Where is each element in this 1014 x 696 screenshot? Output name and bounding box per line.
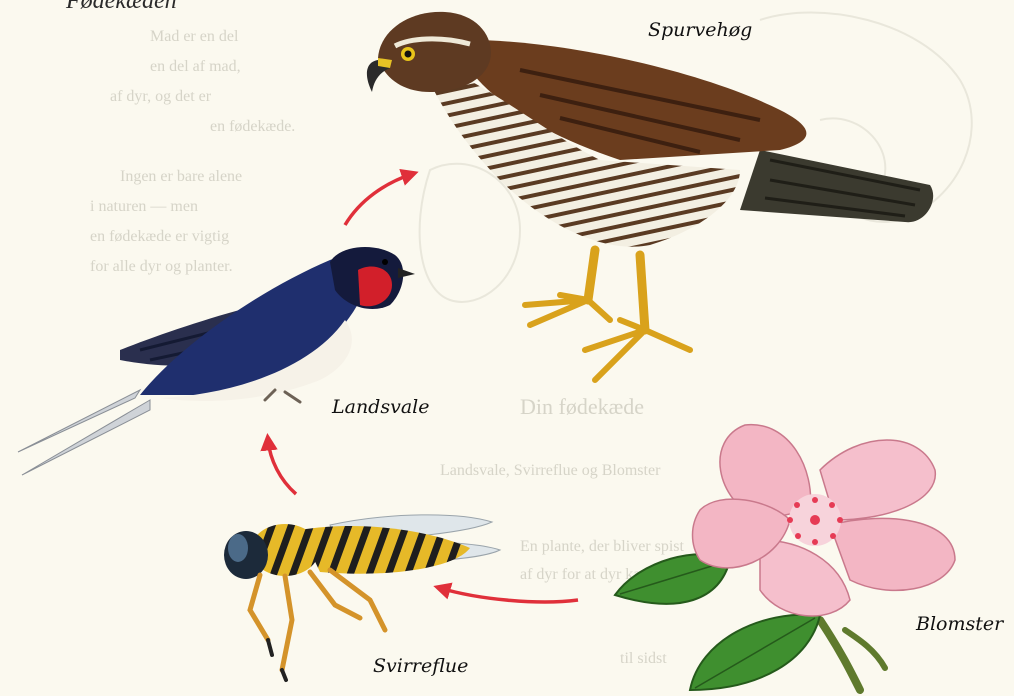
arrow-hoverfly-to-swallow — [268, 440, 296, 494]
sparrowhawk-icon — [367, 12, 933, 380]
arrow-flower-to-hoverfly — [440, 588, 578, 602]
swallow-icon — [18, 247, 415, 475]
wild-rose-icon — [615, 425, 955, 690]
arrow-swallow-to-hawk — [345, 174, 412, 225]
swallow-label: Landsvale — [331, 396, 429, 418]
sparrowhawk-label: Spurvehøg — [648, 19, 752, 41]
flower-label: Blomster — [915, 613, 1005, 635]
hoverfly-label: Svirreflue — [373, 655, 468, 677]
